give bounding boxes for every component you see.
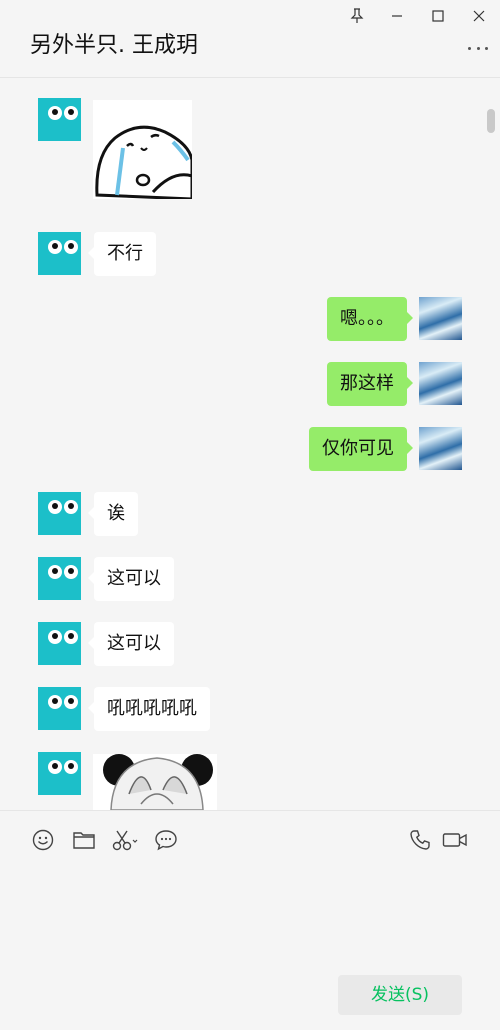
message-bubble[interactable]: 诶 bbox=[88, 492, 138, 536]
message-bubble[interactable]: 吼吼吼吼吼 bbox=[88, 687, 210, 731]
scissors-icon[interactable] bbox=[112, 827, 138, 853]
message-bubble[interactable]: 这可以 bbox=[88, 557, 174, 601]
video-call-icon[interactable] bbox=[442, 827, 468, 853]
user-avatar[interactable] bbox=[419, 362, 462, 405]
input-toolbar bbox=[0, 810, 500, 870]
contact-avatar[interactable] bbox=[38, 622, 81, 665]
close-icon[interactable] bbox=[468, 5, 490, 27]
chat-title: 另外半只. 王成玥 bbox=[30, 33, 198, 58]
crying-blob-sticker[interactable] bbox=[93, 100, 192, 199]
contact-avatar[interactable] bbox=[38, 492, 81, 535]
panda-face-sticker[interactable] bbox=[93, 754, 217, 810]
contact-avatar[interactable] bbox=[38, 232, 81, 275]
message-bubble[interactable]: 嗯。。。 bbox=[327, 297, 413, 341]
pin-icon[interactable] bbox=[346, 5, 368, 27]
emoji-icon[interactable] bbox=[30, 827, 56, 853]
message-bubble[interactable]: 仅你可见 bbox=[309, 427, 413, 471]
contact-avatar[interactable] bbox=[38, 557, 81, 600]
chat-bubble-icon[interactable] bbox=[153, 827, 179, 853]
message-bubble[interactable]: 那这样 bbox=[327, 362, 413, 406]
message-bubble[interactable]: 不行 bbox=[88, 232, 156, 276]
maximize-icon[interactable] bbox=[427, 5, 449, 27]
phone-icon[interactable] bbox=[407, 827, 433, 853]
contact-avatar[interactable] bbox=[38, 687, 81, 730]
message-bubble[interactable]: 这可以 bbox=[88, 622, 174, 666]
user-avatar[interactable] bbox=[419, 427, 462, 470]
message-list[interactable]: 不行 嗯。。。 那这样 仅你可见 诶 这可以 这可以 吼吼吼吼吼 bbox=[0, 79, 500, 810]
more-options-icon[interactable] bbox=[468, 44, 488, 52]
send-button[interactable]: 发送(S) bbox=[338, 975, 462, 1015]
minimize-icon[interactable] bbox=[386, 5, 408, 27]
contact-avatar[interactable] bbox=[38, 98, 81, 141]
message-input[interactable] bbox=[0, 870, 500, 970]
title-bar: 另外半只. 王成玥 bbox=[0, 0, 500, 78]
folder-icon[interactable] bbox=[71, 827, 97, 853]
user-avatar[interactable] bbox=[419, 297, 462, 340]
scrollbar-thumb[interactable] bbox=[487, 109, 495, 133]
contact-avatar[interactable] bbox=[38, 752, 81, 795]
